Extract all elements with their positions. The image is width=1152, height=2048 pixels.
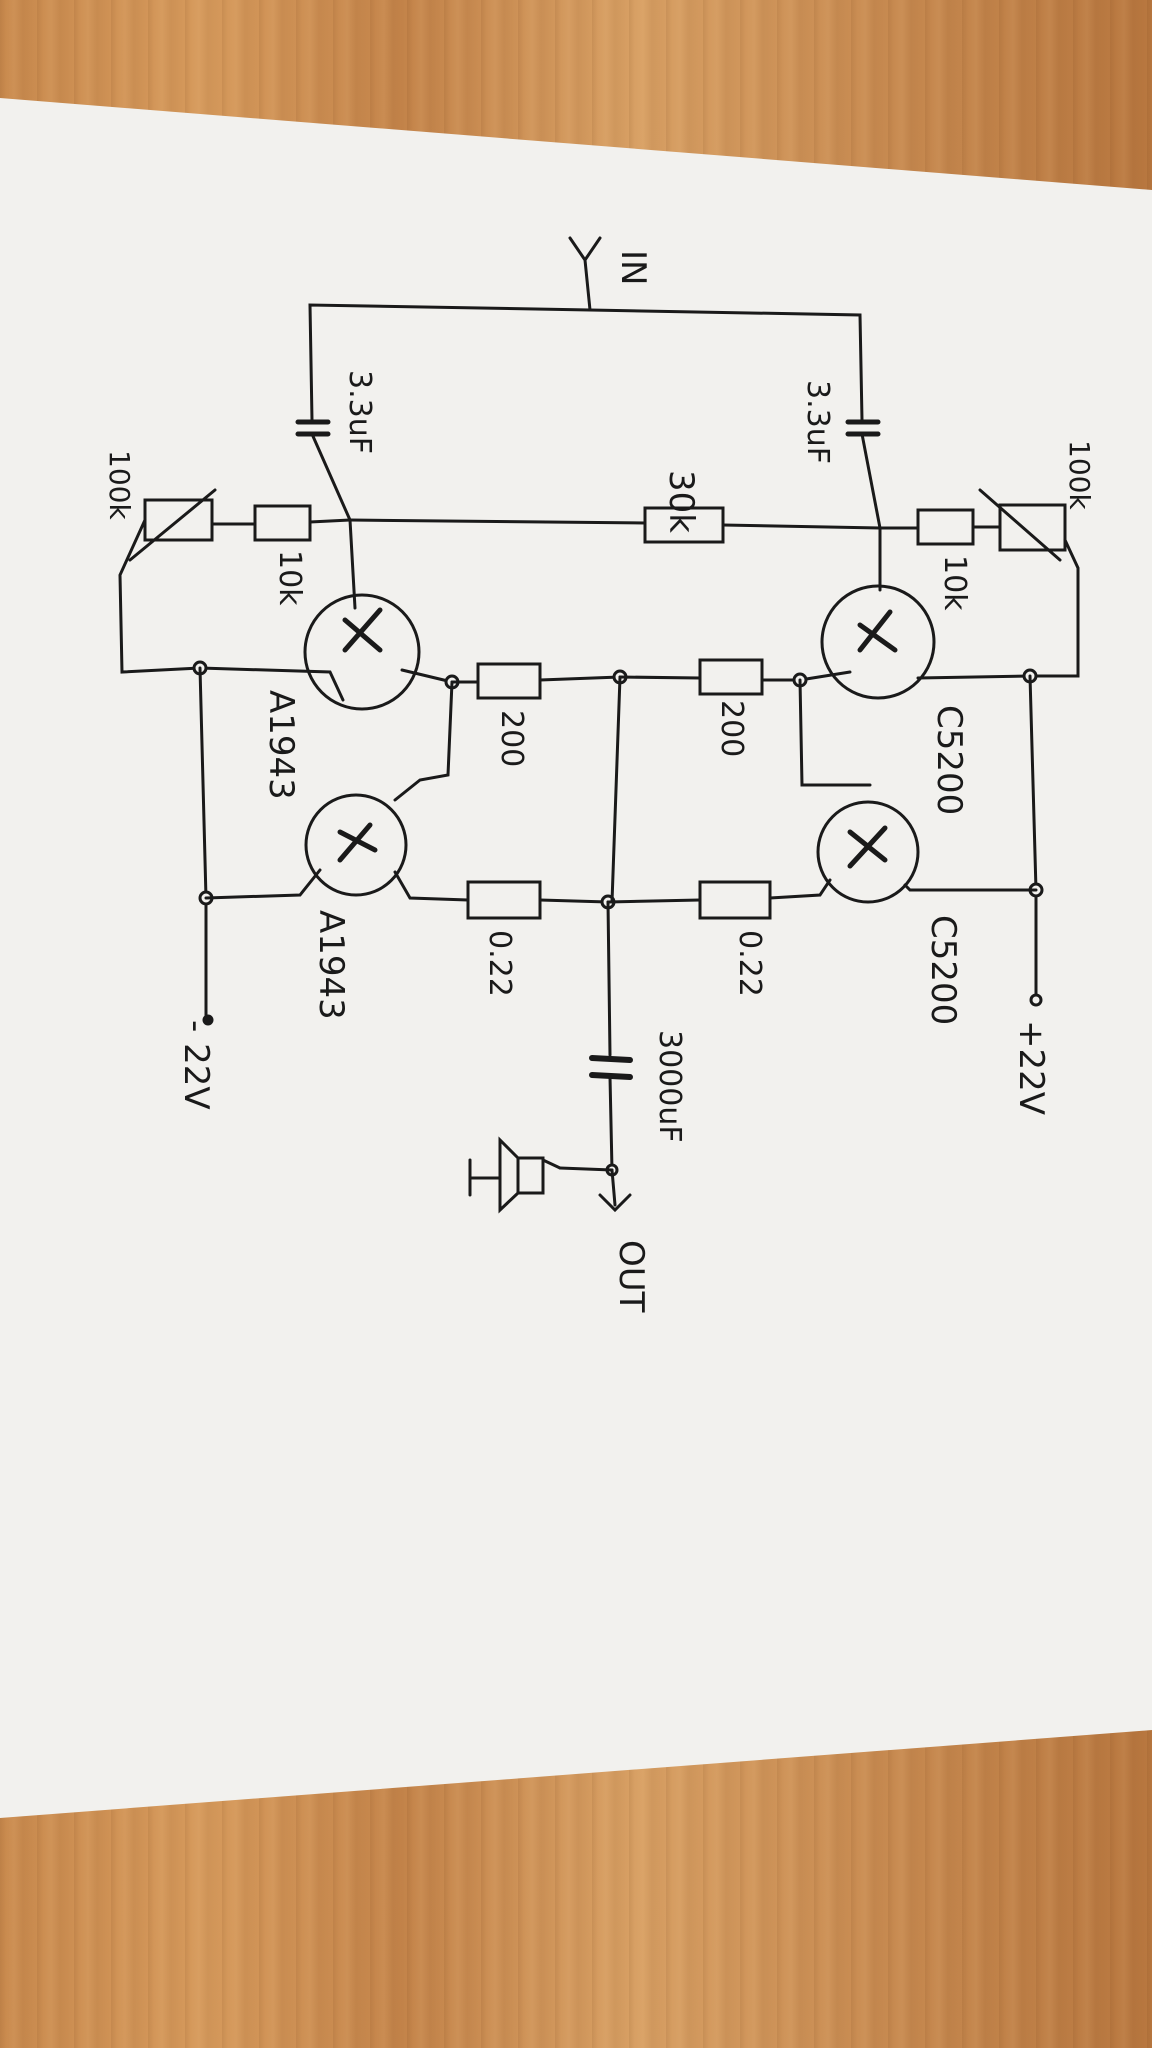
label-in: IN	[613, 250, 653, 285]
label-r-emit-left: 0.22	[482, 930, 517, 997]
transistor-c5200-output	[816, 800, 920, 904]
label-pos-supply: +22V	[1011, 1020, 1051, 1115]
transistor-a1943-driver	[303, 593, 421, 711]
wire-in-right	[588, 308, 864, 422]
schematic-labels: IN OUT +22V - 22V 3.3uF 3.3uF 30k 10k 10…	[103, 250, 1096, 1313]
label-r-bias-left: 10k	[272, 550, 307, 606]
label-r-feedback: 30k	[661, 470, 701, 533]
label-cap-in-right: 3.3uF	[800, 380, 835, 464]
label-pot-left: 100k	[103, 450, 136, 520]
pot-100k-right	[998, 503, 1067, 552]
input-arrow-icon	[568, 236, 602, 312]
resistor-0.22-right	[698, 880, 772, 920]
label-cap-in-left: 3.3uF	[342, 370, 377, 454]
transistor-a1943-output	[304, 793, 408, 897]
speaker-icon	[516, 1156, 545, 1195]
label-r-bias-right: 10k	[937, 555, 972, 611]
pot-right-arrow	[978, 488, 1062, 562]
label-r-mid-left: 200	[494, 710, 529, 767]
wire-in-left	[308, 303, 592, 422]
output-arrow-icon	[598, 1168, 632, 1213]
label-pot-right: 100k	[1063, 440, 1096, 510]
label-q-output-left: A1943	[311, 910, 351, 1020]
ground-icon	[468, 1158, 502, 1197]
circuit-wiring	[118, 236, 1080, 1214]
pot-left-arrow	[128, 488, 217, 562]
label-neg-supply: - 22V	[176, 1020, 216, 1110]
paper-sheet	[0, 98, 1152, 1818]
label-r-mid-right: 200	[714, 700, 749, 757]
label-r-emit-right: 0.22	[732, 930, 767, 997]
label-c-out: 3000uF	[652, 1030, 687, 1143]
label-q-driver-left: A1943	[261, 690, 301, 800]
label-q-output-right: C5200	[923, 915, 963, 1025]
label-q-driver-right: C5200	[929, 705, 969, 815]
label-out: OUT	[611, 1240, 651, 1313]
transistor-c5200-driver	[820, 584, 936, 700]
resistor-200-right	[698, 658, 764, 696]
